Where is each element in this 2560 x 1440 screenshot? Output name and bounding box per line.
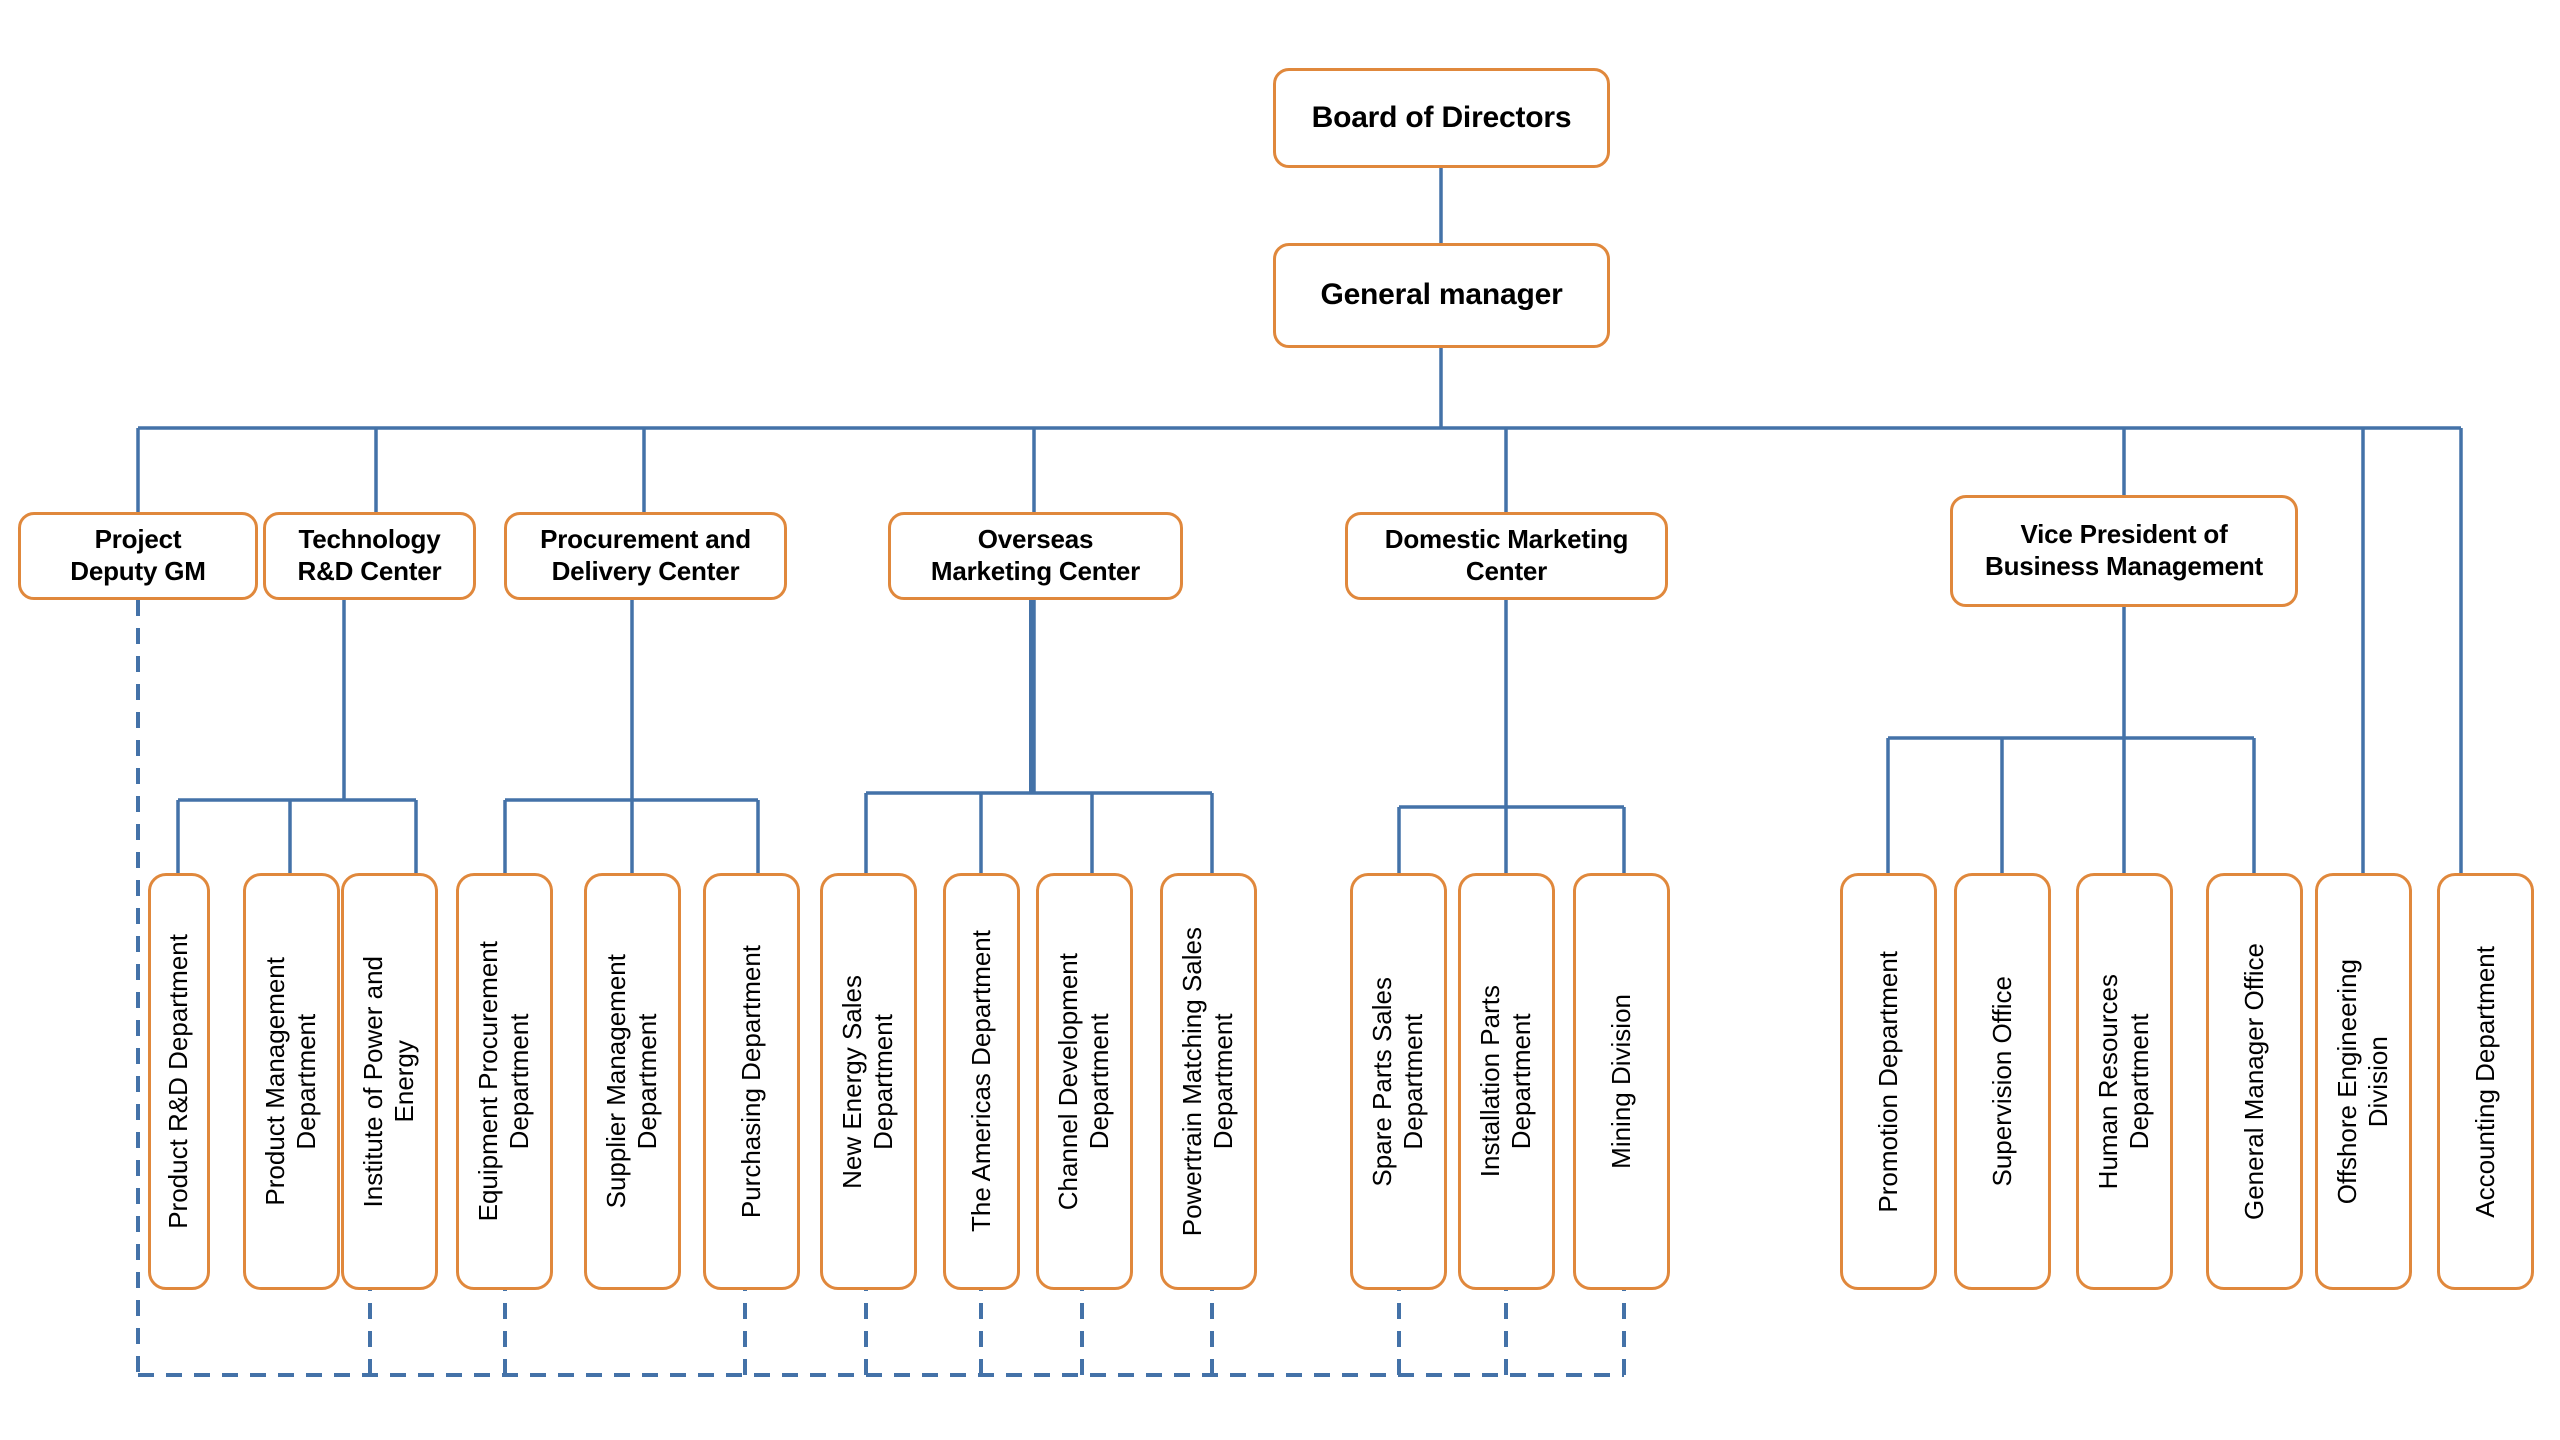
node-board-of-directors-label: Board of Directors xyxy=(1311,100,1572,134)
leaf-general-manager-office-label: General Manager Office xyxy=(2238,943,2269,1220)
node-domestic-marketing-center-label: Domestic Marketing Center xyxy=(1384,524,1629,586)
leaf-human-resources-department-label: Human Resources Department xyxy=(2093,973,2155,1190)
leaf-spare-parts-sales-department-label: Spare Parts Sales Department xyxy=(1367,976,1429,1187)
leaf-human-resources-department[interactable]: Human Resources Department xyxy=(2076,873,2173,1290)
leaf-product-rd-department[interactable]: Product R&D Department xyxy=(148,873,210,1290)
leaf-promotion-department-label: Promotion Department xyxy=(1872,950,1903,1213)
leaf-offshore-engineering-division[interactable]: Offshore Engineering Division xyxy=(2315,873,2412,1290)
leaf-powertrain-matching-sales-department-label: Powertrain Matching Sales Department xyxy=(1177,926,1239,1237)
leaf-offshore-engineering-division-label: Offshore Engineering Division xyxy=(2332,958,2394,1205)
node-procurement-delivery-center-label: Procurement and Delivery Center xyxy=(540,524,751,586)
leaf-product-management-department-label: Product Management Department xyxy=(260,957,322,1206)
node-project-deputy-gm[interactable]: Project Deputy GM xyxy=(18,512,258,600)
leaf-institute-of-power-and-energy-label: Institute of Power and Energy xyxy=(358,955,420,1208)
node-general-manager-label: General manager xyxy=(1320,278,1563,312)
leaf-accounting-department-label: Accounting Department xyxy=(2469,945,2500,1218)
node-procurement-delivery-center[interactable]: Procurement and Delivery Center xyxy=(504,512,787,600)
leaf-general-manager-office[interactable]: General Manager Office xyxy=(2206,873,2303,1290)
leaf-powertrain-matching-sales-department[interactable]: Powertrain Matching Sales Department xyxy=(1160,873,1257,1290)
node-technology-rd-center-label: Technology R&D Center xyxy=(297,524,442,586)
leaf-accounting-department[interactable]: Accounting Department xyxy=(2437,873,2534,1290)
node-general-manager[interactable]: General manager xyxy=(1273,243,1610,348)
leaf-supplier-management-department[interactable]: Supplier Management Department xyxy=(584,873,681,1290)
leaf-installation-parts-department[interactable]: Installation Parts Department xyxy=(1458,873,1555,1290)
leaf-supplier-management-department-label: Supplier Management Department xyxy=(601,954,663,1209)
node-vp-business-management[interactable]: Vice President of Business Management xyxy=(1950,495,2298,607)
leaf-promotion-department[interactable]: Promotion Department xyxy=(1840,873,1937,1290)
leaf-spare-parts-sales-department[interactable]: Spare Parts Sales Department xyxy=(1350,873,1447,1290)
leaf-equipment-procurement-department[interactable]: Equipment Procurement Department xyxy=(456,873,553,1290)
leaf-the-americas-department-label: The Americas Department xyxy=(965,930,996,1233)
leaf-new-energy-sales-department[interactable]: New Energy Sales Department xyxy=(820,873,917,1290)
leaf-new-energy-sales-department-label: New Energy Sales Department xyxy=(837,974,899,1189)
leaf-mining-division[interactable]: Mining Division xyxy=(1573,873,1670,1290)
node-domestic-marketing-center[interactable]: Domestic Marketing Center xyxy=(1345,512,1668,600)
leaf-equipment-procurement-department-label: Equipment Procurement Department xyxy=(473,941,535,1222)
node-overseas-marketing-center[interactable]: Overseas Marketing Center xyxy=(888,512,1183,600)
node-project-deputy-gm-label: Project Deputy GM xyxy=(70,524,206,586)
leaf-channel-development-department[interactable]: Channel Development Department xyxy=(1036,873,1133,1290)
leaf-purchasing-department[interactable]: Purchasing Department xyxy=(703,873,800,1290)
node-board-of-directors[interactable]: Board of Directors xyxy=(1273,68,1610,168)
leaf-institute-of-power-and-energy[interactable]: Institute of Power and Energy xyxy=(341,873,438,1290)
leaf-mining-division-label: Mining Division xyxy=(1605,994,1636,1169)
leaf-supervision-office[interactable]: Supervision Office xyxy=(1954,873,2051,1290)
leaf-product-management-department[interactable]: Product Management Department xyxy=(243,873,340,1290)
leaf-purchasing-department-label: Purchasing Department xyxy=(735,944,766,1219)
leaf-installation-parts-department-label: Installation Parts Department xyxy=(1475,985,1537,1178)
node-technology-rd-center[interactable]: Technology R&D Center xyxy=(263,512,476,600)
leaf-supervision-office-label: Supervision Office xyxy=(1986,976,2017,1187)
node-vp-business-management-label: Vice President of Business Management xyxy=(1985,519,2263,581)
leaf-product-rd-department-label: Product R&D Department xyxy=(163,934,194,1229)
leaf-channel-development-department-label: Channel Development Department xyxy=(1053,952,1115,1211)
leaf-the-americas-department[interactable]: The Americas Department xyxy=(943,873,1020,1290)
node-overseas-marketing-center-label: Overseas Marketing Center xyxy=(930,524,1141,586)
